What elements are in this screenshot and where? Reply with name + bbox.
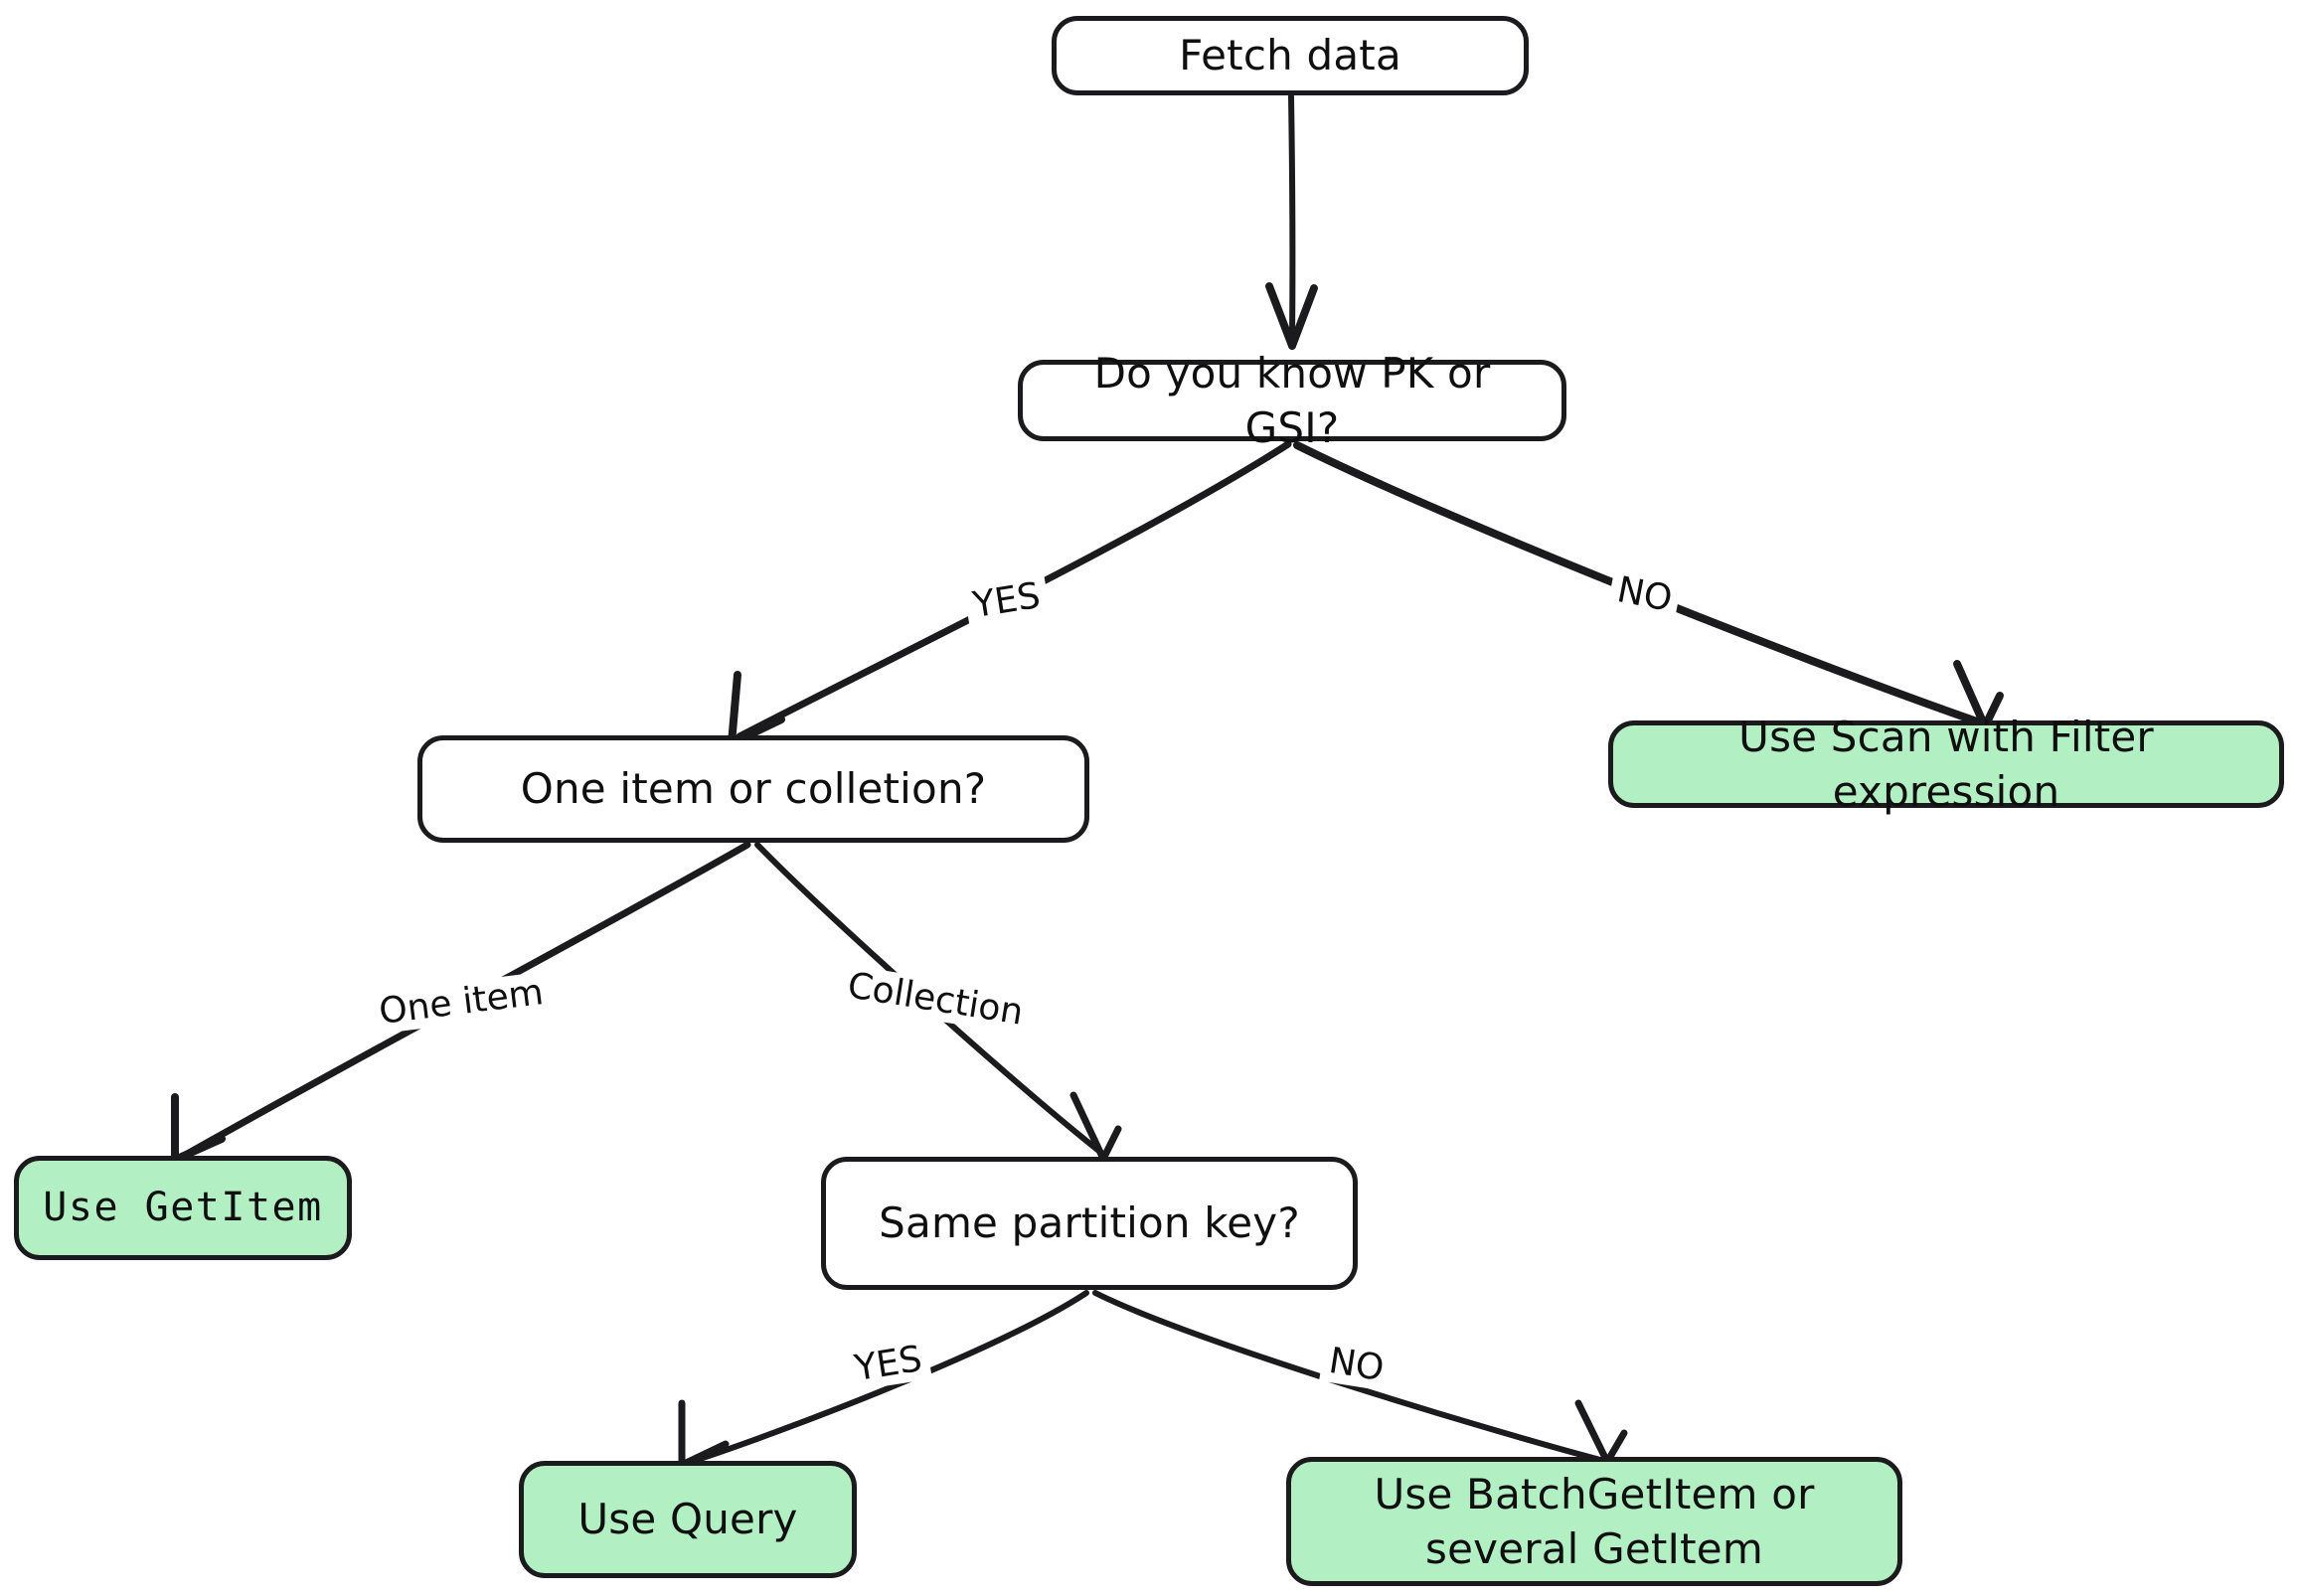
node-one-item-or-collection[interactable]: One item or colletion? xyxy=(417,735,1089,843)
node-use-scan-with-filter-expression[interactable]: Use Scan with Filter expression xyxy=(1608,713,2284,816)
node-fetch-data[interactable]: Fetch data xyxy=(1052,16,1529,95)
edge-label-partition-yes: YES xyxy=(845,1337,932,1391)
node-label-one-item-or-collection: One item or colletion? xyxy=(520,764,987,814)
edge-label-collection: Collection xyxy=(837,964,1034,1036)
edge-label-pk-yes: YES xyxy=(963,573,1051,628)
edge-label-pk-no: NO xyxy=(1606,567,1683,622)
edge-fetch-to-pk xyxy=(1265,93,1318,350)
node-label-use-scan-with-filter-expression: Use Scan with Filter expression xyxy=(1738,712,2154,816)
node-use-getitem[interactable]: Use GetItem xyxy=(14,1156,352,1260)
node-use-batchgetitem[interactable]: Use BatchGetItem or several GetItem xyxy=(1286,1457,1902,1586)
node-label-do-you-know-pk-or-gsi: Do you know PK or GSI? xyxy=(1093,348,1491,452)
node-use-query[interactable]: Use Query xyxy=(519,1461,857,1578)
node-do-you-know-pk-or-gsi[interactable]: Do you know PK or GSI? xyxy=(1018,349,1566,452)
edge-label-one-item: One item xyxy=(370,971,553,1035)
node-label-use-batchgetitem: Use BatchGetItem or several GetItem xyxy=(1374,1469,1815,1573)
edge-label-partition-no: NO xyxy=(1319,1339,1395,1391)
node-label-fetch-data: Fetch data xyxy=(1179,31,1401,80)
node-label-use-query: Use Query xyxy=(577,1495,798,1544)
node-label-same-partition-key: Same partition key? xyxy=(879,1198,1300,1248)
node-same-partition-key[interactable]: Same partition key? xyxy=(821,1157,1358,1290)
node-label-use-getitem: Use GetItem xyxy=(43,1185,323,1231)
